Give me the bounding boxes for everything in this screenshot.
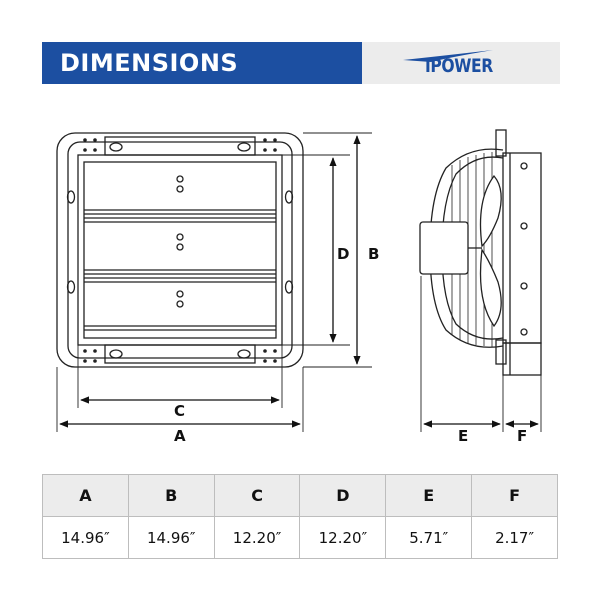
mounting-holes — [83, 138, 277, 363]
bottom-bracket — [104, 344, 256, 364]
louvers — [84, 209, 276, 331]
value-cell-a: 14.96″ — [42, 516, 129, 559]
brand-logo: IPOWER — [401, 48, 521, 78]
side-view — [419, 129, 542, 376]
motor-housing — [419, 221, 469, 275]
value-cell-b: 14.96″ — [127, 516, 215, 559]
value-cell-c: 12.20″ — [213, 516, 301, 559]
shutter-frame — [83, 161, 277, 339]
dim-f-label: F — [517, 427, 527, 445]
brand-box: IPOWER — [362, 42, 560, 84]
header-bar: DIMENSIONS — [42, 42, 362, 84]
table-header-row: A B C D E F — [42, 474, 558, 517]
header-cell-f: F — [471, 474, 558, 517]
value-cell-d: 12.20″ — [299, 516, 387, 559]
brand-name: IPOWER — [425, 55, 493, 77]
header-cell-c: C — [213, 474, 301, 517]
header-cell-a: A — [42, 474, 129, 517]
inner-frame — [77, 154, 283, 346]
wall-flange — [502, 152, 542, 344]
header-cell-b: B — [127, 474, 215, 517]
front-view — [56, 132, 304, 368]
dim-a-label: A — [174, 427, 186, 445]
outer-flange — [56, 132, 304, 368]
dim-d-label: D — [337, 245, 349, 263]
value-cell-f: 2.17″ — [471, 516, 558, 559]
inner-flange — [67, 141, 293, 359]
dim-e-label: E — [458, 427, 468, 445]
header-cell-d: D — [299, 474, 387, 517]
fan-blade-upper — [479, 174, 502, 248]
dim-b-label: B — [368, 245, 379, 263]
page-title: DIMENSIONS — [60, 49, 239, 77]
dimension-table: A B C D E F 14.96″ 14.96″ 12.20″ 12.20″ … — [42, 474, 558, 559]
flange-base — [502, 342, 542, 376]
header-cell-e: E — [385, 474, 473, 517]
fan-blade-lower — [479, 248, 502, 328]
value-cell-e: 5.71″ — [385, 516, 473, 559]
top-bracket — [104, 136, 256, 156]
brand-swoosh-icon — [403, 50, 493, 62]
dim-c-label: C — [174, 402, 185, 420]
table-row: 14.96″ 14.96″ 12.20″ 12.20″ 5.71″ 2.17″ — [42, 516, 558, 559]
